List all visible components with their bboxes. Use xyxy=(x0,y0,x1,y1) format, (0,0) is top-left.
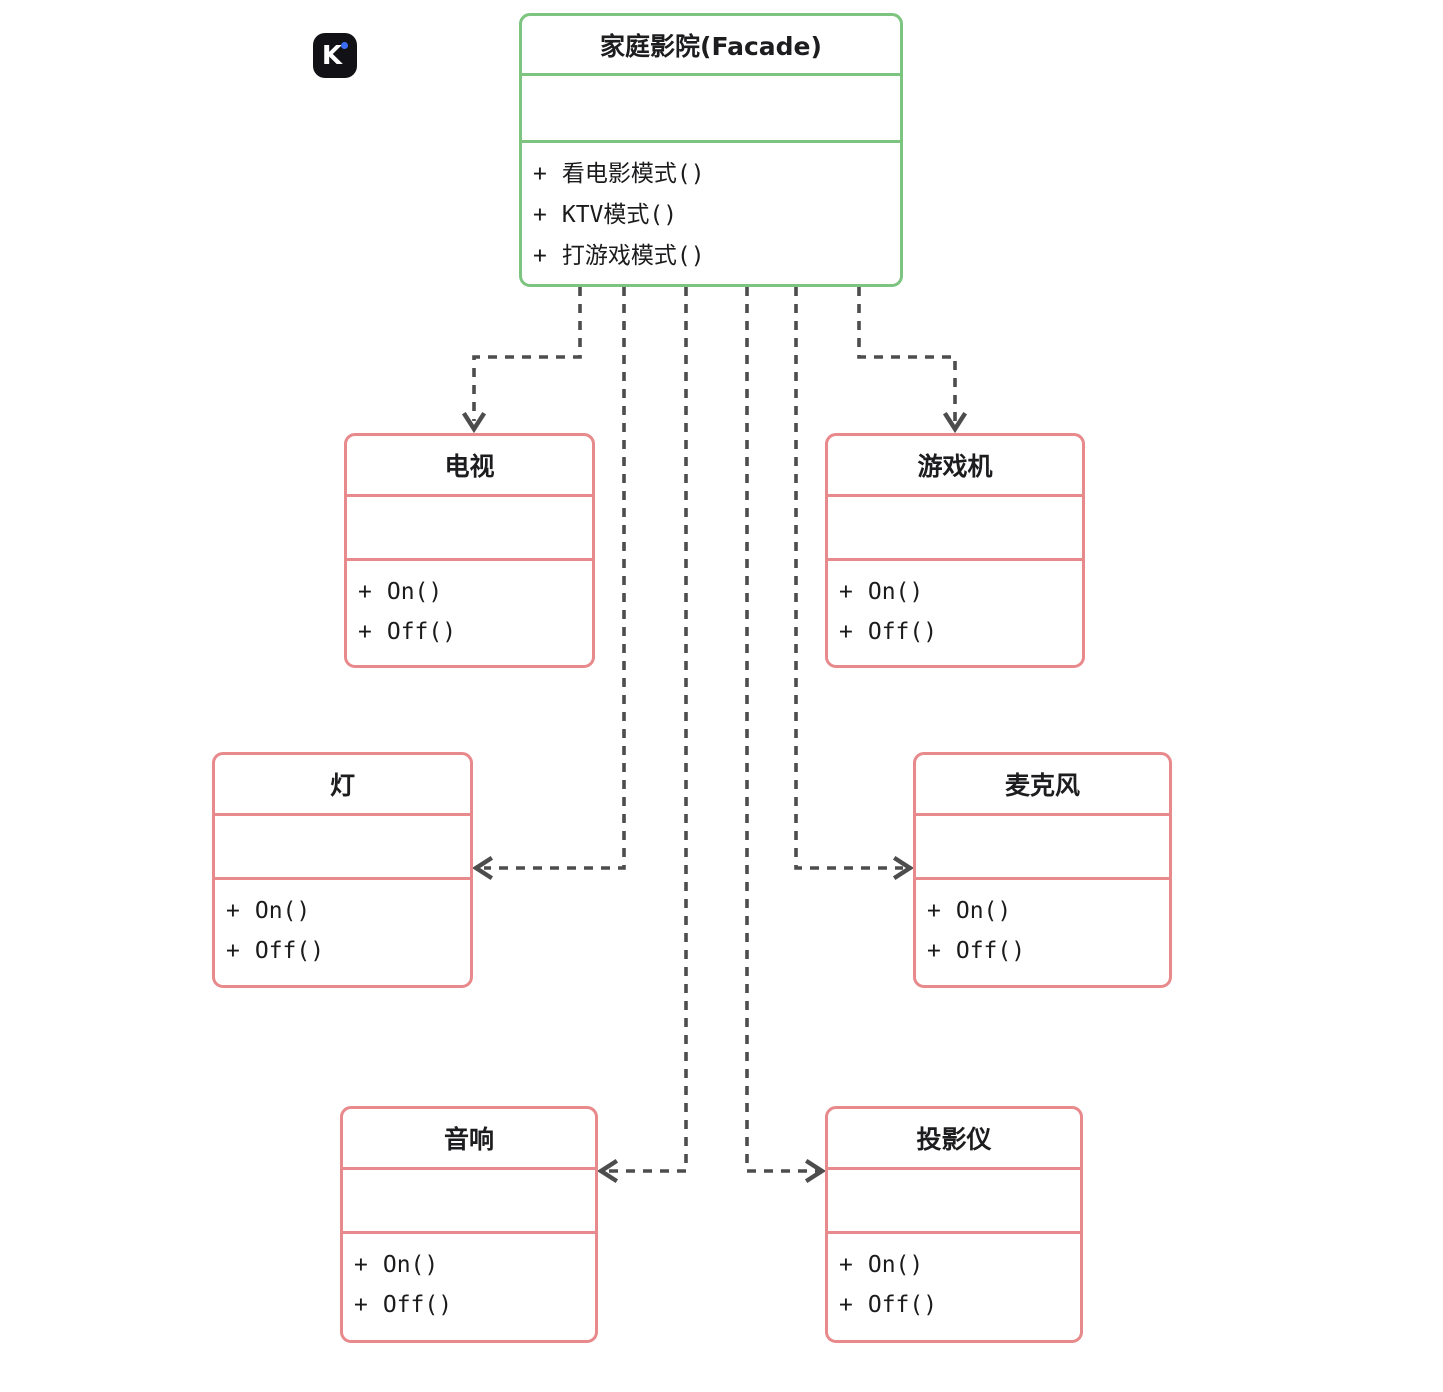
connector-facade-to-light xyxy=(471,287,626,881)
method-signature: On() xyxy=(254,898,311,924)
method-visibility: + xyxy=(927,938,941,964)
class-title: 麦克风 xyxy=(916,755,1169,816)
method-signature: On() xyxy=(867,579,924,605)
method-signature: Off() xyxy=(254,938,325,964)
class-box-light[interactable]: 灯 + On() + Off() xyxy=(212,752,473,988)
method-visibility: + xyxy=(226,938,240,964)
class-title: 投影仪 xyxy=(828,1109,1080,1170)
method-visibility: + xyxy=(354,1252,368,1278)
method-row: + Off() xyxy=(927,931,1161,971)
method-visibility: + xyxy=(839,579,853,605)
connector-facade-to-speaker xyxy=(596,287,688,1184)
method-row: + On() xyxy=(358,572,584,612)
class-methods: + On() + Off() xyxy=(828,1234,1080,1340)
method-row: + On() xyxy=(839,1245,1072,1285)
method-visibility: + xyxy=(839,1252,853,1278)
method-visibility: + xyxy=(533,202,547,228)
class-methods: + On() + Off() xyxy=(215,880,470,985)
method-visibility: + xyxy=(533,243,547,269)
method-row: + Off() xyxy=(358,612,584,652)
class-title: 音响 xyxy=(343,1109,595,1170)
class-title: 灯 xyxy=(215,755,470,816)
class-methods: + On() + Off() xyxy=(347,561,592,665)
method-row: + Off() xyxy=(226,931,462,971)
arrowhead-left-icon xyxy=(471,855,494,881)
method-row: + On() xyxy=(226,891,462,931)
class-title: 家庭影院(Facade) xyxy=(522,16,900,76)
class-methods: + On() + Off() xyxy=(343,1234,595,1340)
class-attributes-empty xyxy=(347,497,592,561)
logo-letter: K xyxy=(321,41,343,71)
method-row: + On() xyxy=(927,891,1161,931)
class-box-tv[interactable]: 电视 + On() + Off() xyxy=(344,433,595,668)
method-signature: 打游戏模式() xyxy=(561,243,705,269)
logo-dot xyxy=(341,42,348,49)
class-methods: + On() + Off() xyxy=(916,880,1169,985)
method-row: + On() xyxy=(354,1245,587,1285)
connector-facade-to-game xyxy=(857,287,968,434)
class-attributes-empty xyxy=(215,816,470,880)
class-attributes-empty xyxy=(828,497,1082,561)
class-title: 游戏机 xyxy=(828,436,1082,497)
method-visibility: + xyxy=(354,1292,368,1318)
method-visibility: + xyxy=(927,898,941,924)
method-signature: Off() xyxy=(955,938,1026,964)
method-row: + Off() xyxy=(354,1285,587,1325)
method-signature: Off() xyxy=(382,1292,453,1318)
arrowhead-left-icon xyxy=(596,1158,619,1184)
method-visibility: + xyxy=(839,619,853,645)
class-box-facade[interactable]: 家庭影院(Facade) + 看电影模式() + KTV模式() + 打游戏模式… xyxy=(519,13,903,287)
class-methods: + On() + Off() xyxy=(828,561,1082,665)
method-row: + 打游戏模式() xyxy=(533,236,892,277)
method-row: + KTV模式() xyxy=(533,195,892,236)
method-signature: On() xyxy=(382,1252,439,1278)
method-signature: On() xyxy=(867,1252,924,1278)
connector-facade-to-projector xyxy=(745,287,827,1184)
arrowhead-right-icon xyxy=(892,855,915,881)
class-box-projector[interactable]: 投影仪 + On() + Off() xyxy=(825,1106,1083,1343)
method-row: + On() xyxy=(839,572,1074,612)
class-box-speaker[interactable]: 音响 + On() + Off() xyxy=(340,1106,598,1343)
connector-facade-to-mic xyxy=(794,287,915,881)
method-row: + Off() xyxy=(839,1285,1072,1325)
arrowhead-right-icon xyxy=(804,1158,827,1184)
arrowhead-down-icon xyxy=(942,411,968,434)
method-signature: Off() xyxy=(867,1292,938,1318)
method-signature: Off() xyxy=(386,619,457,645)
class-attributes-empty xyxy=(828,1170,1080,1234)
class-box-microphone[interactable]: 麦克风 + On() + Off() xyxy=(913,752,1172,988)
method-visibility: + xyxy=(226,898,240,924)
method-signature: On() xyxy=(386,579,443,605)
class-box-game-console[interactable]: 游戏机 + On() + Off() xyxy=(825,433,1085,668)
method-signature: Off() xyxy=(867,619,938,645)
class-attributes-empty xyxy=(522,76,900,143)
method-row: + Off() xyxy=(839,612,1074,652)
class-attributes-empty xyxy=(343,1170,595,1234)
class-title: 电视 xyxy=(347,436,592,497)
method-signature: 看电影模式() xyxy=(561,161,705,187)
method-visibility: + xyxy=(533,161,547,187)
connector-facade-to-tv xyxy=(461,287,582,434)
arrowhead-down-icon xyxy=(461,411,487,434)
class-attributes-empty xyxy=(916,816,1169,880)
method-visibility: + xyxy=(839,1292,853,1318)
class-methods: + 看电影模式() + KTV模式() + 打游戏模式() xyxy=(522,143,900,284)
app-logo-icon: K xyxy=(313,33,357,78)
method-row: + 看电影模式() xyxy=(533,154,892,195)
method-signature: On() xyxy=(955,898,1012,924)
method-visibility: + xyxy=(358,579,372,605)
method-signature: KTV模式() xyxy=(561,202,678,228)
method-visibility: + xyxy=(358,619,372,645)
